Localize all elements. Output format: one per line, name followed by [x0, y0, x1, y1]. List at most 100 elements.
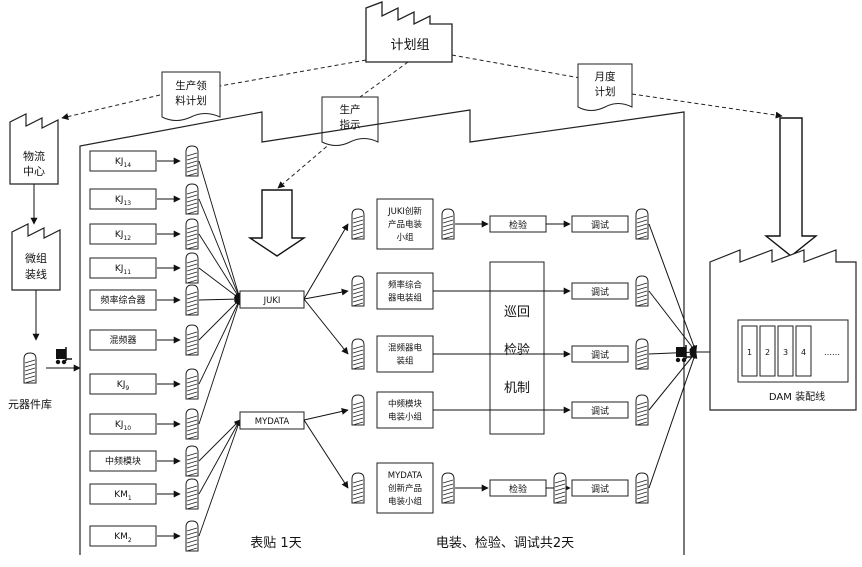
assembly-group-label: 电装小组	[388, 496, 423, 507]
smt-item-inventory	[185, 478, 199, 510]
material-plan-line1: 生产领	[175, 79, 207, 92]
debug-box: 调试	[571, 282, 629, 300]
warehouse-stock	[23, 352, 37, 384]
smt-item-label: KJ11	[115, 264, 131, 276]
smt-item: KM 2	[89, 419, 242, 552]
smt-item: 中频模块	[89, 419, 241, 477]
debug-box-label: 调试	[591, 483, 609, 495]
debug-box: 调试	[571, 401, 629, 419]
forklift-dam-icon	[675, 345, 692, 363]
mydata-machine: MYDATA	[239, 411, 305, 430]
post-debug-inventory	[635, 208, 649, 240]
machine-dispatch-arrows	[303, 223, 349, 489]
smt-item-inventory	[185, 183, 199, 215]
patrol-inspection-box: 巡回 检验 机制	[489, 261, 545, 435]
patrol-line1: 巡回	[504, 305, 530, 320]
planning-group-factory: 计划组	[365, 1, 453, 63]
dam-slot: 3	[777, 325, 794, 377]
group-input-inventory	[351, 275, 365, 307]
material-plan-line2: 料计划	[175, 94, 207, 107]
smt-item-base: 中频模块	[105, 455, 141, 467]
dam-slot-label: 4	[801, 348, 806, 357]
monthly-plan-line2: 计划	[595, 85, 616, 98]
smt-item: KJ9	[89, 298, 241, 400]
smt-item-base: 频率综合器	[100, 294, 145, 306]
smt-item-sub: 10	[123, 425, 131, 432]
smt-time-label: 表贴 1天	[250, 536, 301, 551]
dam-slot: 2	[759, 325, 776, 377]
micro-assembly-line: 微组 装线	[11, 223, 61, 291]
smt-item-sub: 9	[125, 385, 129, 392]
monthly-plan-doc: 月度 计划	[577, 63, 633, 111]
smt-item-inventory	[185, 520, 199, 552]
smt-item-base: KJ	[115, 157, 124, 167]
smt-item-base: KJ	[115, 264, 124, 274]
smt-item-label: KJ12	[115, 230, 131, 242]
group-input-inventory	[351, 338, 365, 370]
smt-item-inventory	[185, 252, 199, 284]
dam-slot-label: 1	[747, 348, 752, 357]
smt-item-sub: 14	[123, 162, 131, 169]
smt-item-label: 混频器	[109, 334, 136, 346]
forklift-icon	[55, 347, 72, 365]
smt-item-base: KM	[114, 490, 128, 500]
process-row: 调试	[433, 351, 697, 426]
group-input-inventory	[351, 394, 365, 426]
post-debug-inventory	[635, 394, 649, 426]
smt-item: KJ14	[89, 145, 242, 300]
post-debug-inventory	[635, 338, 649, 370]
smt-item-label: KJ10	[115, 420, 131, 432]
process-row: 检验调试	[441, 208, 698, 353]
post-debug-inventory	[635, 472, 649, 504]
smt-item-inventory	[185, 445, 199, 477]
smt-item-sub: 13	[123, 200, 131, 207]
material-plan-doc: 生产领 料计划	[161, 71, 221, 121]
smt-item-inventory	[185, 284, 199, 316]
dam-slot-label: ……	[824, 348, 840, 357]
process-row: 调试	[433, 275, 697, 353]
assembly-group-label: 小组	[396, 232, 414, 243]
planning-group-label: 计划组	[390, 38, 429, 53]
assembly-group-label: 器电装组	[388, 293, 423, 304]
debug-box: 调试	[571, 479, 629, 497]
debug-box: 调试	[571, 215, 629, 233]
smt-item-label: KJ9	[117, 380, 130, 392]
assembly-group-label: 中频模块	[388, 399, 423, 410]
logistics-center: 物流 中心	[9, 113, 59, 185]
information-flows	[61, 54, 783, 189]
dam-slot: 4	[795, 325, 812, 377]
smt-item-inventory	[185, 408, 199, 440]
assembly-group-label: JUKI创新	[387, 206, 422, 217]
smt-item-inventory	[185, 218, 199, 250]
smt-item-inventory	[185, 324, 199, 356]
dam-slot: 1	[741, 325, 758, 377]
debug-box-label: 调试	[591, 219, 609, 231]
monthly-plan-line1: 月度	[595, 70, 616, 83]
group-input-inventory	[351, 472, 365, 504]
post-assembly-inventory	[441, 472, 455, 504]
smt-item: 频率综合器	[89, 284, 241, 316]
pre-debug-inventory	[553, 472, 567, 504]
micro-assembly-line1: 微组	[25, 251, 47, 265]
assembly-group-label: MYDATA	[388, 471, 423, 481]
smt-item-label: KJ13	[115, 195, 131, 207]
assembly-groups: JUKI创新产品电装小组频率综合器电装组混频器电装组中频模块电装小组MYDATA…	[351, 198, 434, 514]
smt-item: KJ12	[89, 218, 241, 300]
smt-item: KJ11	[89, 252, 241, 300]
debug-box: 调试	[571, 345, 629, 363]
warehouse-inventory-icon	[23, 352, 37, 384]
dam-label: DAM 装配线	[769, 390, 825, 403]
dam-slot-label: 2	[765, 348, 770, 357]
smt-item-label: 频率综合器	[100, 294, 145, 306]
smt-item: KM1	[89, 419, 241, 510]
smt-item: KJ 13	[89, 183, 241, 300]
push-arrow-dam	[764, 117, 818, 257]
smt-item-sub: 11	[123, 269, 131, 276]
micro-assembly-line2: 装线	[25, 267, 47, 281]
smt-item-sub: 2	[128, 537, 132, 544]
dam-slot: ……	[824, 348, 840, 357]
process-row: 检验调试	[441, 351, 698, 504]
